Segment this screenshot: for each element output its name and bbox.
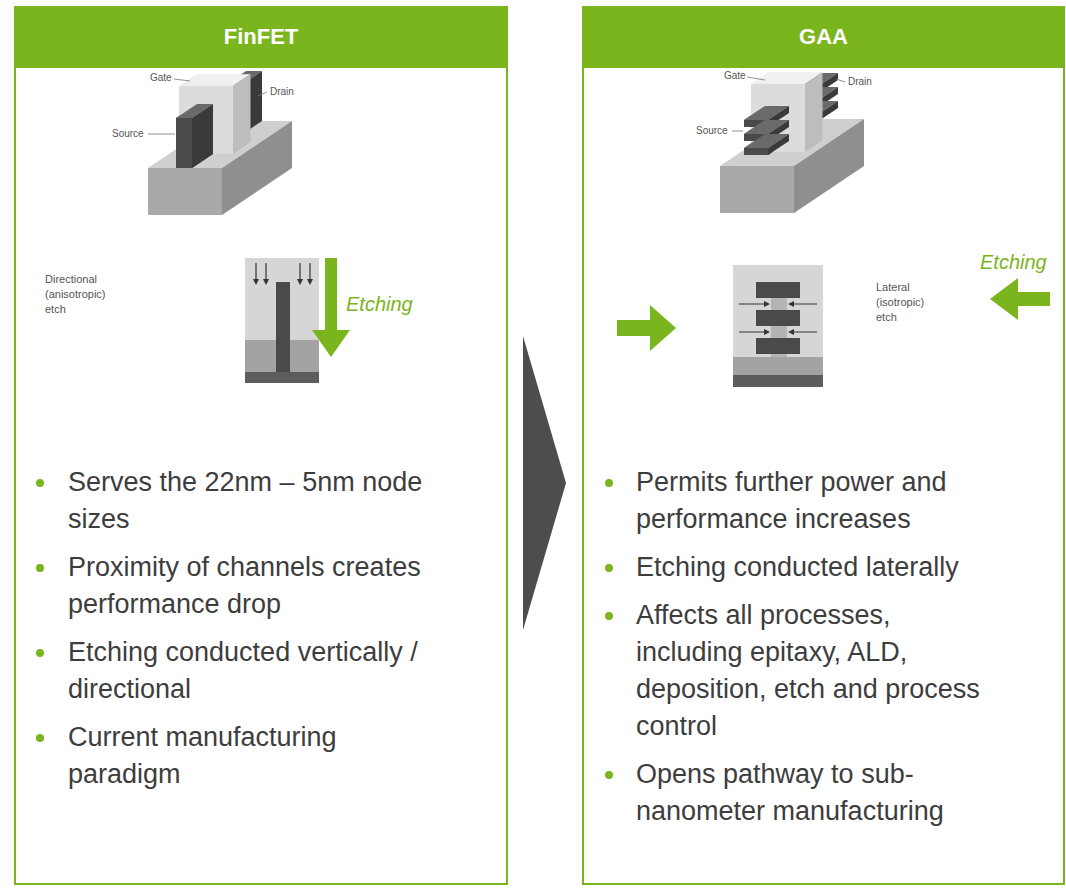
bullet-dot — [605, 612, 613, 620]
part-label: Drain — [848, 76, 872, 88]
substrate-front — [148, 168, 222, 215]
arrow-shaft — [617, 320, 651, 336]
bullet-text: Opens pathway to sub-nanometer manufactu… — [636, 756, 998, 830]
leader-line — [258, 92, 267, 96]
etch-label: Etching — [346, 292, 413, 316]
etch-note: Lateral (isotropic) etch — [876, 280, 936, 325]
comparison-panel: GAA Permits further power and performance… — [582, 6, 1065, 885]
part-label: Gate — [724, 70, 746, 82]
finfet-cross-section — [245, 258, 319, 383]
bullet-text: Current manufacturing paradigm — [68, 719, 430, 793]
section-base — [245, 372, 319, 383]
bullet-dot — [36, 649, 44, 657]
bullet-dot — [36, 734, 44, 742]
arrow-head — [312, 330, 350, 357]
bullet-dot — [605, 564, 613, 572]
section-base — [733, 375, 823, 387]
section-ground — [733, 265, 823, 387]
bullet-item: Opens pathway to sub-nanometer manufactu… — [584, 756, 998, 830]
bullet-text: Permits further power and performance in… — [636, 464, 998, 538]
leader-line — [836, 79, 845, 82]
fin-section — [276, 282, 290, 372]
etch-note: Directional (anisotropic) etch — [45, 272, 115, 317]
bullet-item: Current manufacturing paradigm — [16, 719, 430, 793]
part-label: Source — [112, 128, 144, 140]
section-ground — [245, 258, 319, 383]
bullet-item: Serves the 22nm – 5nm node sizes — [16, 464, 430, 538]
gate-side — [233, 74, 251, 154]
bullet-item: Etching conducted laterally — [584, 549, 998, 586]
panel-header: FinFET — [14, 6, 508, 68]
arrow-shaft — [1017, 292, 1050, 306]
substrate-front — [720, 166, 794, 213]
panel-title: GAA — [799, 24, 848, 50]
sheet-side — [768, 134, 789, 155]
vertical-etch-arrow — [312, 258, 350, 357]
comparison-panel: FinFET Serves the 22nm – 5nm node sizesPr… — [14, 6, 508, 885]
etch-label: Etching — [980, 250, 1047, 274]
etch-arrow-heads — [253, 279, 313, 285]
arrow-head — [650, 305, 676, 351]
bullet-item: Affects all processes, including epitaxy… — [584, 597, 998, 745]
leader-line — [732, 131, 743, 132]
bullet-text: Etching conducted vertically / direction… — [68, 634, 430, 708]
arrow-shaft — [325, 258, 337, 330]
bullet-dot — [36, 479, 44, 487]
source-side — [192, 104, 213, 168]
etch-arrow-heads — [764, 301, 794, 335]
bullet-text: Affects all processes, including epitaxy… — [636, 597, 998, 745]
bullet-dot — [36, 564, 44, 572]
leader-line — [174, 79, 190, 81]
nanosheet — [756, 282, 800, 298]
section-layer — [733, 357, 823, 375]
panel-title: FinFET — [224, 24, 299, 50]
gate-side — [805, 72, 823, 152]
etch-arrow-shafts — [739, 304, 817, 332]
bullet-text: Etching conducted laterally — [636, 549, 998, 586]
bullet-text: Serves the 22nm – 5nm node sizes — [68, 464, 430, 538]
leader-line — [148, 134, 175, 135]
nanosheet — [756, 310, 800, 326]
bullet-list: Permits further power and performance in… — [584, 464, 998, 841]
sheet-front — [744, 148, 768, 155]
progression-chevron — [523, 336, 566, 630]
bullet-item: Permits further power and performance in… — [584, 464, 998, 538]
gaa-3d-model — [720, 72, 864, 213]
bullet-dot — [605, 479, 613, 487]
etch-arrow-shafts — [256, 263, 310, 279]
part-label: Gate — [150, 72, 172, 84]
arrow-head — [990, 278, 1018, 320]
part-label: Source — [696, 125, 728, 137]
nanosheet — [756, 338, 800, 354]
bullet-text: Proximity of channels creates performanc… — [68, 549, 430, 623]
gaa-cross-section — [733, 265, 823, 387]
panel-header: GAA — [582, 6, 1065, 68]
bullet-item: Proximity of channels creates performanc… — [16, 549, 430, 623]
bullet-dot — [605, 771, 613, 779]
lateral-etch-arrows — [617, 278, 1050, 351]
source-front — [176, 118, 192, 168]
part-label: Drain — [270, 86, 294, 98]
leader-line — [747, 77, 765, 80]
bullet-list: Serves the 22nm – 5nm node sizesProximit… — [16, 464, 430, 804]
bullet-item: Etching conducted vertically / direction… — [16, 634, 430, 708]
